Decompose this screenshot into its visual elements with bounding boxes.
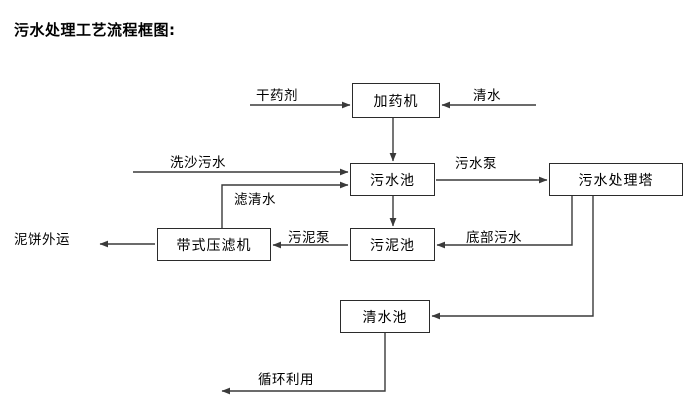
edge-label-filtered-clear-water: 滤清水: [234, 192, 276, 208]
node-sludge-pool[interactable]: 污泥池: [350, 228, 435, 261]
connector-filtered-clear-water: [221, 181, 349, 228]
node-treatment-tower[interactable]: 污水处理塔: [549, 163, 683, 196]
node-belt-filter-press[interactable]: 带式压滤机: [157, 228, 271, 261]
edge-label-sewage-pump: 污水泵: [455, 156, 497, 172]
terminal-label-recycle: 循环利用: [258, 372, 314, 388]
terminal-label-mud-cake-out: 泥饼外运: [14, 232, 70, 248]
connector-recycle: [221, 333, 386, 395]
edge-label-clean-water-in: 清水: [473, 88, 501, 104]
edge-label-sand-wash-sewage: 洗沙污水: [170, 155, 226, 171]
node-dosing-machine[interactable]: 加药机: [352, 83, 440, 118]
connector-bottom-sewage: [436, 196, 573, 249]
page-title: 污水处理工艺流程框图:: [14, 21, 176, 39]
node-sewage-pool[interactable]: 污水池: [350, 163, 435, 196]
edge-label-dry-chemical: 干药剂: [256, 88, 298, 104]
edge-label-sludge-pump: 污泥泵: [288, 230, 330, 246]
connector-tower-to-clean-water: [431, 196, 594, 320]
node-clean-water-pool[interactable]: 清水池: [340, 300, 430, 333]
edge-label-bottom-sewage: 底部污水: [466, 230, 522, 246]
